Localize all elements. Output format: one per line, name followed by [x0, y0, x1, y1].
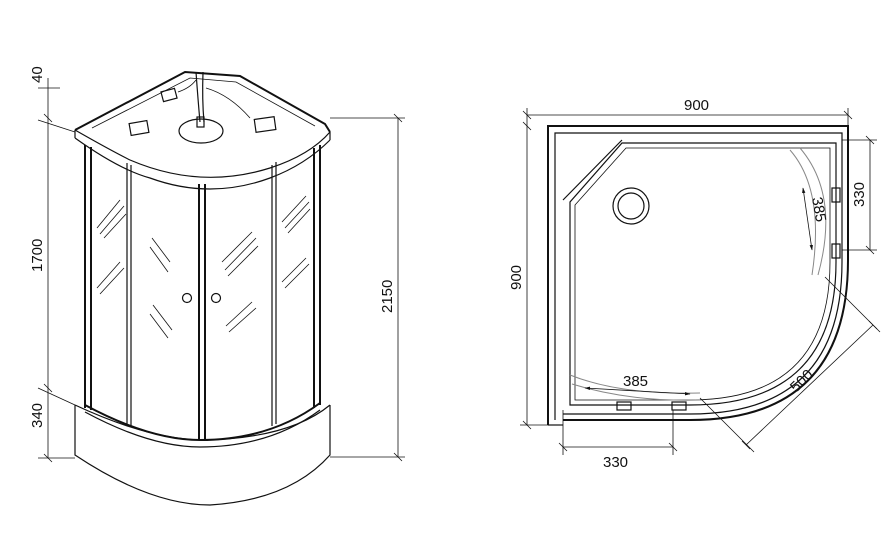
shower-hose — [195, 71, 201, 123]
rain-shower-head — [178, 118, 224, 144]
dim-height-label: 900 — [508, 265, 525, 290]
bottom-frame — [84, 402, 321, 442]
shower-tray — [74, 405, 331, 506]
door-handle-left — [181, 292, 193, 304]
roof-lower-edge — [74, 137, 331, 190]
roller-bottom-right — [831, 243, 841, 259]
light-unit — [253, 115, 277, 134]
drain-inner — [617, 192, 645, 220]
roller-top-right — [831, 187, 841, 203]
roller-right-bottom — [671, 401, 687, 411]
dim-diagonal-label: 500 — [787, 366, 817, 396]
diagonal-dim-line — [745, 324, 874, 446]
tray-basin — [569, 142, 837, 406]
dim-width-label: 900 — [684, 97, 709, 114]
dim-panel-label: 1700 — [29, 239, 46, 272]
dim-base-label: 340 — [29, 403, 46, 428]
speaker-unit — [160, 87, 178, 103]
dim-right-330-label: 330 — [851, 182, 868, 207]
roof-outline — [74, 70, 331, 133]
plan-view: 900 900 330 385 385 330 500 — [508, 97, 881, 471]
drain-outer — [612, 187, 650, 225]
dim-bottom-330-label: 330 — [603, 454, 628, 471]
door-handle-right — [210, 292, 222, 304]
dim-right-385-label: 385 — [808, 196, 829, 224]
dim-total-label: 2150 — [379, 280, 396, 313]
tray-outline — [563, 140, 849, 421]
outer-frame — [547, 125, 849, 425]
door-arc-right — [789, 149, 816, 276]
fan-unit — [128, 119, 150, 137]
perspective-view: 40 1700 340 2150 — [29, 66, 405, 506]
dim-bottom-385-label: 385 — [623, 373, 648, 390]
roof-front-edge — [74, 129, 331, 178]
roller-left-bottom — [616, 401, 632, 411]
glass-reflections — [96, 195, 311, 339]
dim-top-label: 40 — [29, 66, 46, 83]
